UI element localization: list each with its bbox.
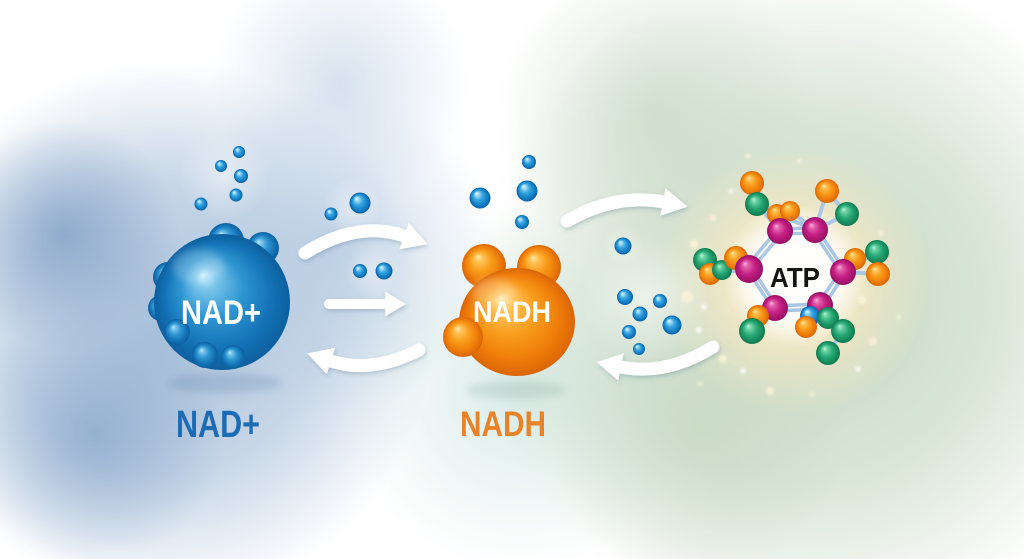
arrow-head: [399, 222, 428, 250]
atp-green-sphere: [816, 341, 840, 365]
bubble: [349, 192, 371, 214]
bubble: [194, 197, 208, 211]
arrow-nad-to-nadh-top: [298, 222, 428, 260]
sparkle: [855, 366, 861, 372]
sparkle: [697, 381, 703, 387]
bubble: [215, 160, 227, 172]
nad-gloss: [172, 249, 224, 283]
atp-green-sphere: [817, 307, 839, 329]
arrow-head: [596, 353, 624, 381]
arrow-atp-to-nadh-bottom: [596, 340, 720, 381]
bubble: [516, 180, 538, 202]
nadh-caption: NADH: [460, 405, 546, 444]
nadh-bump: [443, 317, 483, 357]
bg-blue-patch: [0, 305, 225, 559]
bubble: [633, 343, 645, 355]
bubble: [234, 169, 248, 183]
atp-ring-bonds: [745, 226, 847, 313]
bubble: [622, 325, 636, 339]
nad-bump: [192, 342, 218, 368]
atp-molecule: ATP: [693, 171, 890, 365]
bubble: [229, 188, 243, 202]
nad-plus-blob-label: NAD+: [181, 294, 261, 332]
bubble: [662, 315, 682, 335]
nadh-molecule: NADH: [443, 244, 575, 399]
sparkle: [796, 158, 802, 164]
bubble: [614, 237, 632, 255]
atp-orange-sphere: [815, 179, 839, 203]
atp-orange-sphere: [866, 262, 890, 286]
atp-green-sphere: [745, 192, 769, 216]
arrow-shaft: [298, 224, 411, 260]
captions: NAD+ NADH: [176, 404, 546, 446]
sparkle: [869, 337, 877, 345]
sparkle: [766, 387, 774, 395]
atp-label: ATP: [770, 262, 820, 293]
atp-phosphate-sphere: [802, 217, 828, 243]
atp-orange-sphere: [795, 316, 817, 338]
atp-phosphate-sphere: [735, 255, 763, 283]
sparkle: [696, 327, 702, 333]
sparkle: [719, 355, 727, 363]
bubble: [233, 146, 245, 158]
atp-phosphate-sphere: [767, 218, 793, 244]
atp-spheres: [693, 171, 890, 365]
bubble: [353, 264, 367, 278]
halo: [344, 243, 400, 299]
atp-orange-sphere: [780, 201, 800, 221]
nadh-shadow: [466, 381, 566, 399]
nad-bump: [164, 319, 190, 345]
nad-shadow: [167, 373, 283, 393]
arrow-shaft: [560, 193, 670, 228]
sparkle: [701, 304, 707, 310]
halo: [178, 130, 270, 222]
sparkle: [745, 153, 751, 159]
atp-green-sphere: [831, 319, 855, 343]
nad-bump: [221, 345, 245, 369]
arrow-shaft: [614, 340, 720, 376]
sparkle: [878, 230, 884, 236]
atp-green-sphere: [739, 318, 765, 344]
atp-phosphate-sphere: [830, 259, 856, 285]
reaction-arrows: [298, 188, 720, 381]
arrow-nad-to-nadh-middle: [324, 291, 406, 317]
bubble: [469, 187, 491, 209]
arrow-nadh-to-nad-bottom: [307, 343, 426, 375]
arrow-shaft: [324, 343, 426, 372]
sparkle: [809, 391, 815, 397]
bubble: [653, 294, 667, 308]
arrow-nadh-to-atp-top: [560, 188, 688, 228]
bubble: [522, 155, 536, 169]
arrow-head: [660, 188, 688, 216]
sparkle: [690, 240, 698, 248]
sparkle: [740, 368, 746, 374]
atp-green-sphere: [835, 202, 859, 226]
atp-green-sphere: [865, 240, 889, 264]
arrow-head: [385, 291, 406, 317]
nadh-gloss: [472, 278, 516, 306]
bubble: [617, 289, 633, 305]
bubble: [324, 207, 338, 221]
arrow-head: [307, 347, 336, 375]
halo: [455, 142, 555, 242]
sparkle: [728, 188, 734, 194]
nad-plus-molecule: NAD+: [148, 223, 290, 393]
nad-plus-caption: NAD+: [176, 404, 260, 446]
electron-bubbles: [194, 146, 682, 355]
bg-blue-patch: [210, 0, 470, 215]
bubble: [632, 306, 648, 322]
bubble: [375, 262, 393, 280]
sparkle: [710, 215, 716, 221]
sparkle: [681, 291, 693, 303]
bg-blue-patch: [0, 120, 180, 350]
bubble: [515, 215, 529, 229]
nadh-blob-label: NADH: [473, 296, 551, 329]
sparkle: [896, 314, 902, 320]
atp-orange-sphere: [740, 171, 764, 195]
